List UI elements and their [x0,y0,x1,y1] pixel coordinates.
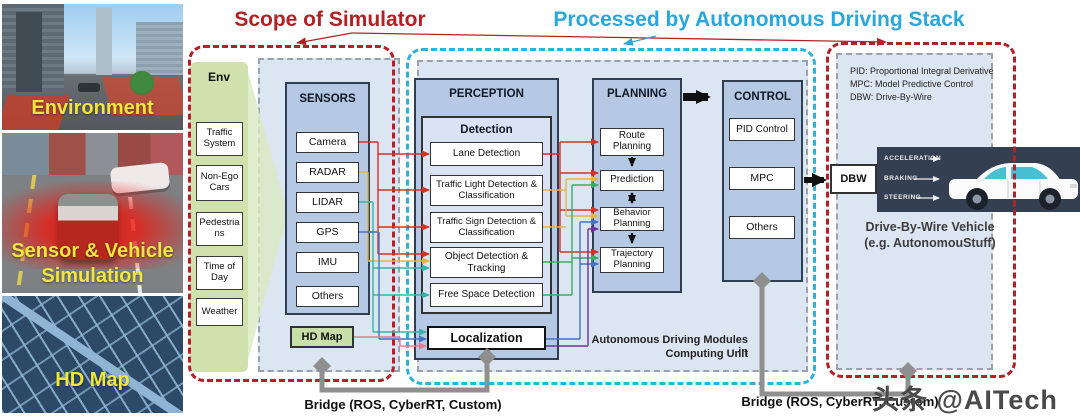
signal-braking: BRAKING [884,175,918,182]
vehicle-caption-line1: Drive-By-Wire Vehicle [865,220,995,234]
object-detection-tracking: Object Detection & Tracking [430,247,543,278]
bridge-label-left: Bridge (ROS, CyberRT, Custom) [304,397,502,412]
sensor-lidar: LIDAR [296,192,359,213]
env-item-traffic-system: Traffic System [196,122,243,156]
sensor-camera: Camera [296,132,359,153]
hd-map-caption: HD Map [55,369,130,391]
dbw-box: DBW [830,164,877,194]
building [135,21,183,75]
control-title: CONTROL [734,91,791,103]
bridge-label-right: Bridge (ROS, CyberRT, Custom) [741,394,939,409]
scope-of-simulator-outline [188,45,395,382]
env-item-pedestrians: Pedestrians [196,212,243,246]
traffic-sign-detection: Traffic Sign Detection & Classification [430,212,543,243]
behavior-planning: Behavior Planning [600,207,664,231]
scope-title: Scope of Simulator [234,8,426,31]
planning-title: PLANNING [606,88,668,100]
car-shape [78,83,101,93]
hd-map-box: HD Map [290,326,354,348]
legend-pid: PID: Proportional Integral Derivative [850,66,994,76]
sensors-title: SENSORS [299,93,356,105]
env-item-time-of-day: Time of Day [196,256,243,290]
pid-control: PID Control [729,118,795,141]
traffic-light-detection: Traffic Light Detection & Classification [430,175,543,206]
control-others: Others [729,216,795,239]
vehicle-caption-line2: (e.g. AutonomouStuff) [864,236,996,250]
driving-stack-outline [406,48,816,385]
title-pointers [296,32,887,46]
sensor-sim-photo: Sensor & Vehicle Simulation [2,133,183,293]
environment-photo: Environment [2,4,183,130]
mpc: MPC [729,167,795,190]
sensor-sim-caption: Sensor & Vehicle Simulation [11,240,174,287]
vehicle-scope-outline [826,42,1016,378]
route-planning: Route Planning [600,128,664,156]
signal-acceleration: ACCELERATION [884,155,942,162]
free-space-detection: Free Space Detection [430,283,543,307]
localization-box: Localization [427,326,546,350]
env-title: Env [207,70,230,84]
environment-caption: Environment [31,97,154,119]
detection-title: Detection [460,124,513,136]
lane-detection: Lane Detection [430,142,543,166]
prediction: Prediction [600,170,664,191]
hd-map-photo: HD Map [2,296,183,413]
signal-steering: STEERING [884,194,922,201]
sensor-others: Others [296,286,359,307]
sensor-radar: RADAR [296,162,359,183]
sensor-gps: GPS [296,222,359,243]
computing-note-line1: Autonomous Driving Modules in [591,334,748,358]
stack-title: Processed by Autonomous Driving Stack [553,8,965,31]
building [96,6,113,75]
legend-dbw: DBW: Drive-By-Wire [850,92,932,102]
env-item-weather: Weather [196,298,243,326]
legend-mpc: MPC: Model Predictive Control [850,79,974,89]
ego-car [58,193,119,260]
trajectory-planning: Trajectory Planning [600,247,664,273]
env-item-non-ego-cars: Non-Ego Cars [196,165,243,201]
building [16,11,42,93]
tree [130,70,155,95]
watermark: 头条 @AITech [872,385,1058,415]
computing-note-line2: Computing Unit [665,348,748,360]
sensor-imu: IMU [296,252,359,273]
perception-title: PERCEPTION [449,88,524,100]
